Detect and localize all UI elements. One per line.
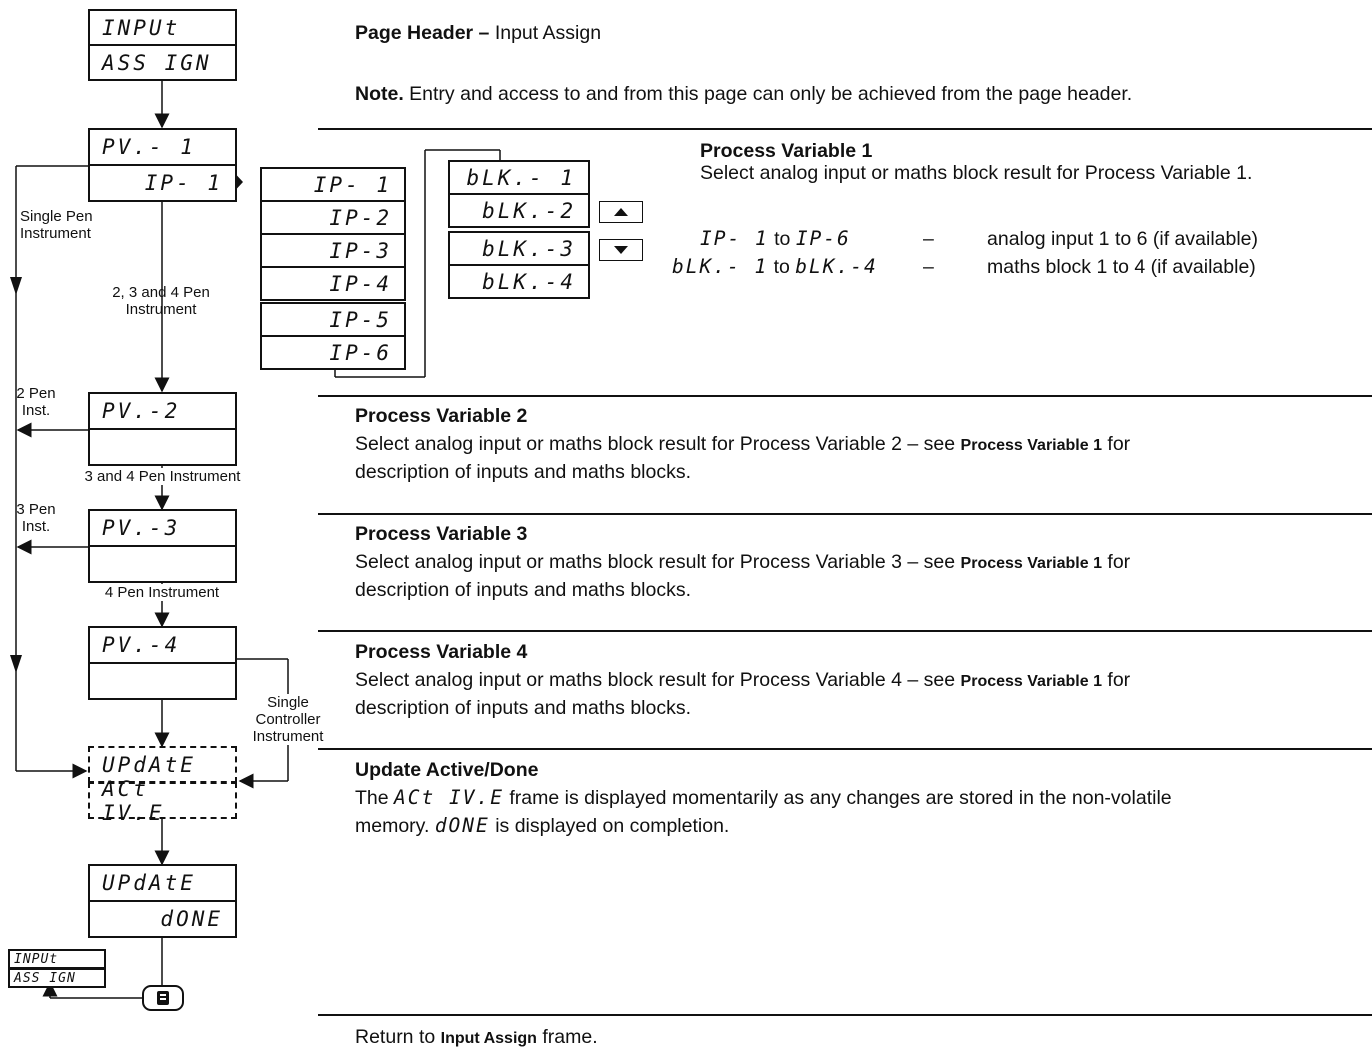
note-text: Entry and access to and from this page c… [403,83,1133,105]
input-option[interactable]: IP-5 [260,302,406,337]
pv3-title: Process Variable 3 [355,523,528,545]
pv4-desc-text: Select analog input or maths block resul… [355,669,961,691]
update-title: Update Active/Done [355,759,539,781]
block-option[interactable]: bLK.-3 [448,231,590,266]
two-pen-label: 2 Pen Inst. [16,385,56,419]
pv4-frame-top[interactable]: PV.-4 [88,626,237,664]
pv3-ref: Process Variable 1 [960,555,1102,572]
seg-active: ACt IV.E [394,786,504,809]
block-option[interactable]: bLK.-4 [448,264,590,299]
three-four-pen-label: 3 and 4 Pen Instrument [60,468,265,485]
input-option[interactable]: IP-4 [260,266,406,301]
divider [318,630,1372,632]
return-text: Return to [355,1026,441,1048]
dash: – [923,256,934,278]
page-header-title: Page Header – [355,22,490,44]
pv4-desc-line1: Select analog input or maths block resul… [355,667,1372,695]
pv1-row-blocks-desc: maths block 1 to 4 (if available) [987,256,1256,278]
update-desc-text: frame is displayed momentarily as any ch… [503,787,1172,809]
pv2-desc-text: Select analog input or maths block resul… [355,433,961,455]
pv2-ref: Process Variable 1 [960,437,1102,454]
update-active-frame-bottom: ACt IV.E [88,777,237,825]
return-text-end: frame. [536,1026,598,1048]
update-desc-text: The [355,787,395,809]
divider [318,513,1372,515]
pv4-frame-bottom[interactable] [88,662,237,700]
seg-blk4: bLK.-4 [795,255,878,278]
block-option[interactable]: bLK.-2 [448,193,590,228]
return-line: Return to Input Assign frame. [355,1024,598,1052]
pv1-frame-bottom[interactable]: IP- 1 [88,164,237,202]
pv3-frame-bottom[interactable] [88,545,237,583]
pv3-desc-text: Select analog input or maths block resul… [355,551,961,573]
pv4-desc-end: for [1101,669,1131,691]
input-option[interactable]: IP- 1 [260,167,406,202]
header-frame-top: INPUt [88,9,237,46]
pv2-desc-line2: description of inputs and maths blocks. [355,461,692,483]
pv2-frame-top[interactable]: PV.-2 [88,392,237,430]
update-done-frame-top: UPdAtE [88,864,237,902]
update-done-frame-bottom: dONE [88,900,237,938]
update-desc-text: memory. [355,815,435,837]
divider [318,748,1372,750]
seg-done: dONE [434,814,490,837]
pv1-row-inputs: IP- 1 to IP-6 – analog input 1 to 6 (if … [700,226,1372,252]
pv1-row-blocks: bLK.- 1 to bLK.-4 – maths block 1 to 4 (… [672,254,1372,280]
pv1-title: Process Variable 1 [700,140,873,162]
pv4-ref: Process Variable 1 [960,673,1102,690]
divider [318,1014,1372,1016]
update-desc-line2: memory. dONE is displayed on completion. [355,813,729,839]
divider [318,395,1372,397]
header-frame-bottom: ASS IGN [88,44,237,81]
input-option[interactable]: IP-3 [260,233,406,268]
input-option[interactable]: IP-2 [260,200,406,235]
page-header-line: Page Header – Input Assign [355,20,601,46]
pv3-desc-line2: description of inputs and maths blocks. [355,579,692,601]
seg-blk1: bLK.- 1 [672,255,769,278]
single-pen-label: Single Pen Instrument [20,208,93,242]
note-line: Note. Entry and access to and from this … [355,81,1132,107]
block-option[interactable]: bLK.- 1 [448,160,590,195]
pv2-desc-line1: Select analog input or maths block resul… [355,431,1372,459]
return-frame-top: INPUt [8,949,106,969]
four-pen-label: 4 Pen Instrument [86,584,238,601]
seg-ip1: IP- 1 [700,227,769,250]
update-desc-text: is displayed on completion. [489,815,730,837]
pv2-frame-bottom[interactable] [88,428,237,466]
three-pen-label: 3 Pen Inst. [16,501,56,535]
single-controller-label: Single Controller Instrument [240,694,336,745]
pv1-row-inputs-desc: analog input 1 to 6 (if available) [987,228,1259,250]
seg-ip6: IP-6 [795,227,851,250]
down-arrow-key-icon[interactable] [599,239,643,261]
to-word: to [768,228,796,250]
up-arrow-key-icon[interactable] [599,201,643,223]
pv2-title: Process Variable 2 [355,405,528,427]
to-word: to [768,256,796,278]
pv3-desc-end: for [1101,551,1131,573]
pv2-desc-end: for [1101,433,1131,455]
dash: – [923,228,934,250]
note-label: Note. [355,83,404,105]
pv1-frame-top[interactable]: PV.- 1 [88,128,237,166]
return-ref: Input Assign [440,1030,537,1047]
input-option[interactable]: IP-6 [260,335,406,370]
enter-key-icon[interactable] [142,985,184,1011]
pv4-title: Process Variable 4 [355,641,528,663]
pv3-frame-top[interactable]: PV.-3 [88,509,237,547]
pv1-desc: Select analog input or maths block resul… [700,162,1253,184]
multi-pen-label: 2, 3 and 4 Pen Instrument [112,284,210,318]
divider [318,128,1372,130]
pv3-desc-line1: Select analog input or maths block resul… [355,549,1372,577]
pv4-desc-line2: description of inputs and maths blocks. [355,697,692,719]
page-header-value: Input Assign [489,22,602,44]
update-desc-line1: The ACt IV.E frame is displayed momentar… [355,785,1372,811]
return-frame-bottom: ASS IGN [8,968,106,988]
